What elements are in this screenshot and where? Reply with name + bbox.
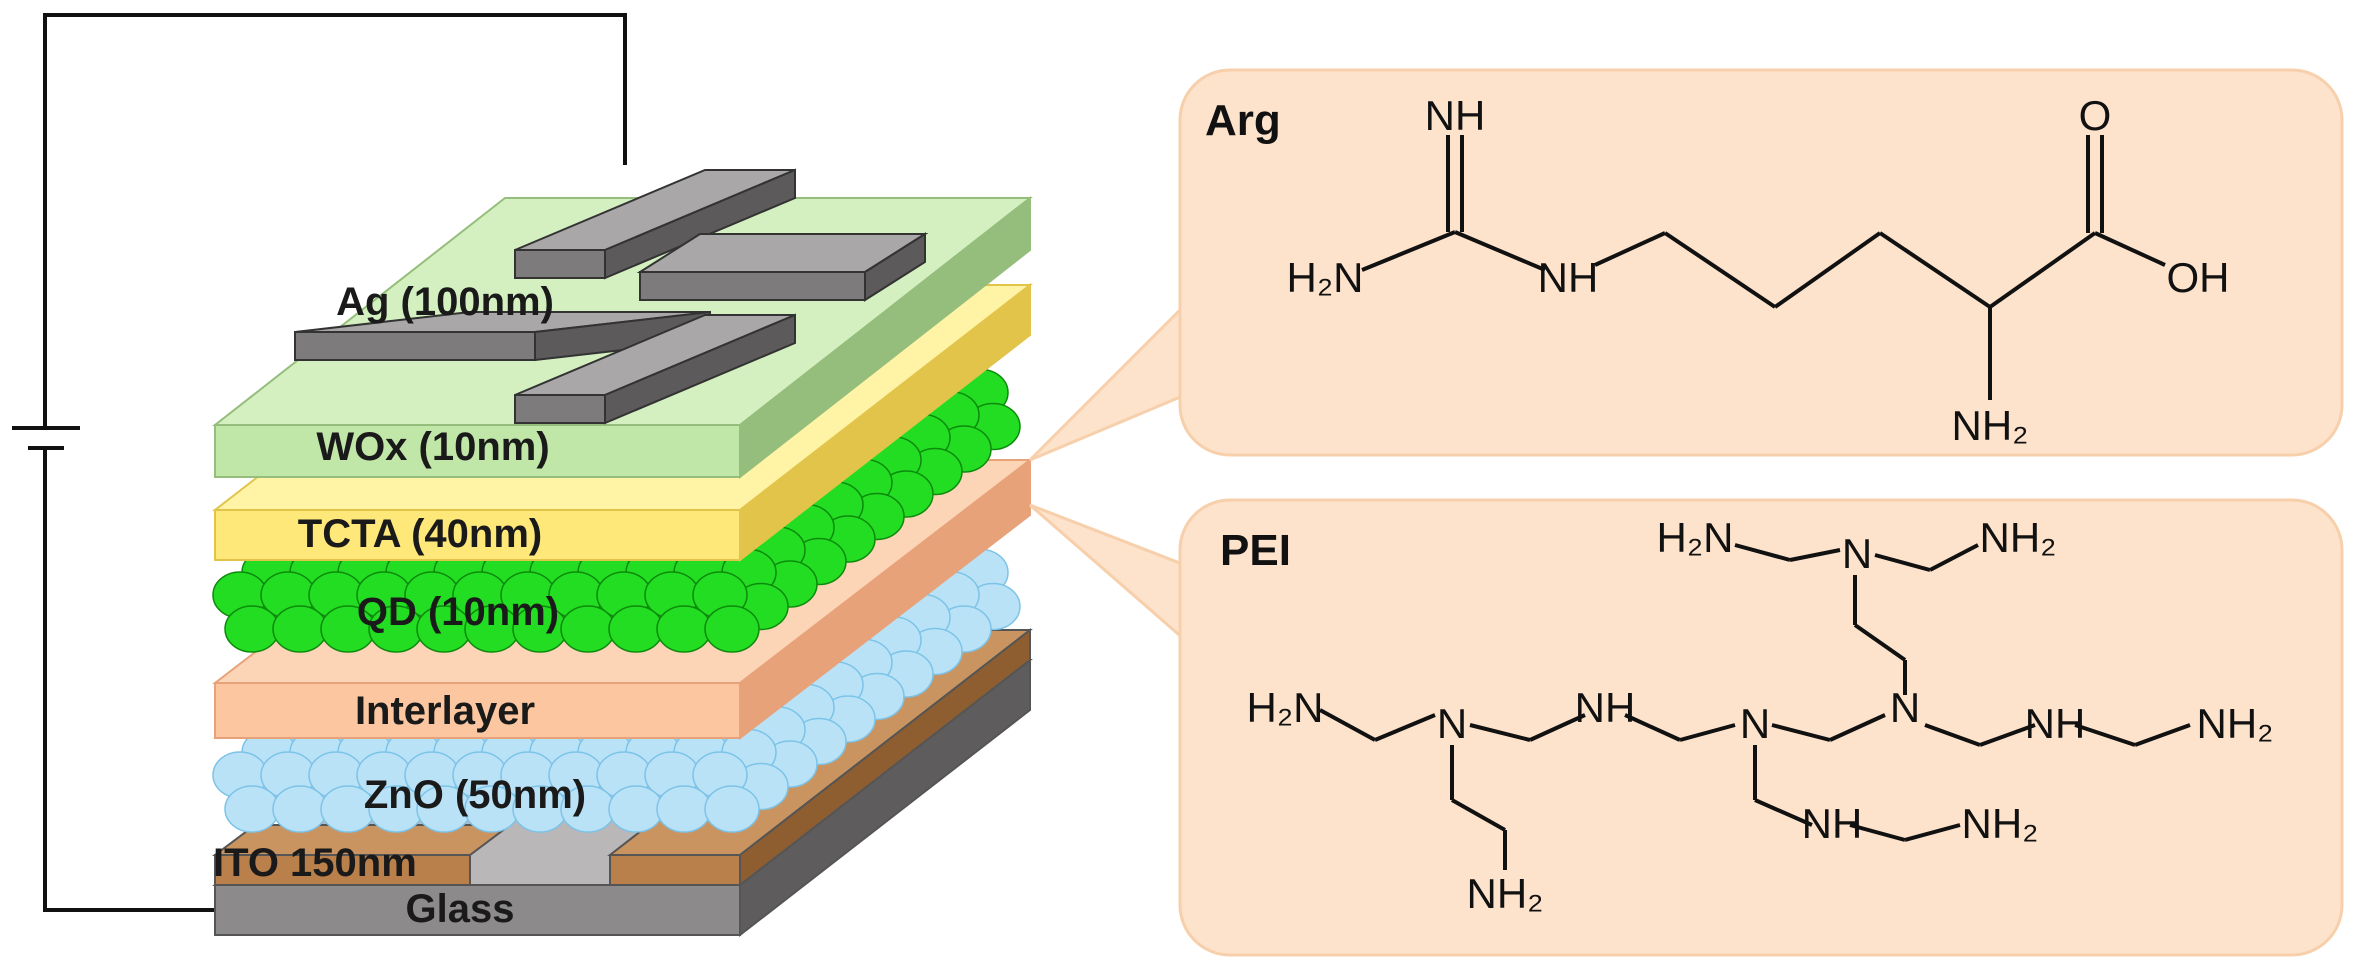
ag-bar-front	[639, 271, 866, 301]
arg-panel-box	[1178, 68, 2344, 457]
pei-nh-left: NH	[1575, 684, 1636, 731]
arg-atoms: NH H₂N NH O OH NH₂	[1287, 92, 2230, 449]
qd-label: QD (10nm)	[357, 590, 559, 634]
arg-carbonyl-o-label: O	[2079, 92, 2112, 139]
ag-bar-front	[294, 331, 536, 361]
ag-electrodes	[294, 168, 929, 425]
qd-sphere	[704, 605, 760, 653]
pei-nh2-top-right: NH₂	[1980, 514, 2057, 561]
pei-nh2-top-left: H₂N	[1657, 514, 1734, 561]
ito-right-front-face	[609, 854, 741, 886]
interlayer-side-face	[739, 457, 1031, 741]
pei-nh2-bottom-right: NH₂	[1962, 800, 2039, 847]
pei-title: PEI	[1220, 526, 1291, 575]
pei-atoms: H₂N N NH₂ H₂N N NH N N NH NH₂ NH NH₂ NH₂	[1247, 514, 2274, 917]
pei-nh-bottom: NH	[1802, 800, 1863, 847]
ag-bar-front	[514, 394, 606, 424]
ag-label: Ag (100nm)	[336, 280, 554, 324]
pei-panel: PEI	[1178, 498, 2344, 957]
circuit-wire	[43, 13, 627, 912]
ag-bar-side	[604, 168, 796, 280]
arg-panel: Arg NH H₂N NH O OH NH₂	[1178, 68, 2344, 457]
pei-bonds	[1319, 543, 2191, 870]
pei-nh2-bottom-left: NH₂	[1467, 870, 1544, 917]
battery-icon	[12, 426, 80, 450]
zno-sphere	[224, 785, 280, 833]
callouts	[1028, 301, 1187, 644]
qd-sphere	[272, 605, 328, 653]
zno-sphere	[656, 785, 712, 833]
wox-front-face	[214, 424, 741, 478]
ag-bar-front	[514, 249, 606, 279]
arg-hydroxyl-label: OH	[2167, 254, 2230, 301]
ito-front-face	[214, 854, 471, 886]
pei-nh-right: NH	[2025, 700, 2086, 747]
interlayer-label: Interlayer	[355, 689, 535, 733]
pei-n-center: N	[1740, 700, 1770, 747]
arg-alpha-amine-label: NH₂	[1952, 402, 2029, 449]
arg-nh-label: NH	[1538, 254, 1599, 301]
pei-n-top: N	[1842, 530, 1872, 577]
pei-callout	[1029, 503, 1187, 644]
pei-panel-box	[1178, 498, 2344, 957]
pei-nh2-right: NH₂	[2197, 700, 2274, 747]
qd-sphere	[224, 605, 280, 653]
zno-label: ZnO (50nm)	[364, 773, 586, 817]
wox-side-face	[739, 195, 1031, 480]
wox-label: WOx (10nm)	[316, 425, 549, 469]
arg-callout	[1028, 301, 1187, 462]
zno-sphere	[272, 785, 328, 833]
arg-imine-label: NH	[1425, 92, 1486, 139]
qd-sphere	[608, 605, 664, 653]
zno-sphere	[608, 785, 664, 833]
interlayer-front-face	[214, 682, 741, 739]
ito-label: ITO 150nm	[213, 841, 417, 885]
arg-amine-left-label: H₂N	[1287, 254, 1364, 301]
arg-title: Arg	[1205, 96, 1281, 145]
pei-nh2-left: H₂N	[1247, 684, 1324, 731]
qd-sphere	[656, 605, 712, 653]
pei-n-right: N	[1890, 684, 1920, 731]
layer-labels: Glass ITO 150nm ZnO (50nm) Interlayer QD…	[213, 280, 586, 931]
zno-sphere	[704, 785, 760, 833]
ag-bar-side	[864, 232, 926, 302]
glass-label: Glass	[406, 887, 515, 931]
arg-bonds	[1361, 135, 2166, 400]
glass-front-face	[214, 884, 741, 936]
tcta-label: TCTA (40nm)	[298, 512, 542, 556]
pei-n-left: N	[1437, 700, 1467, 747]
tcta-side-face	[739, 282, 1031, 563]
ag-bar-side	[604, 313, 796, 425]
qd-sphere	[560, 605, 616, 653]
ito-side-face	[739, 627, 1031, 888]
